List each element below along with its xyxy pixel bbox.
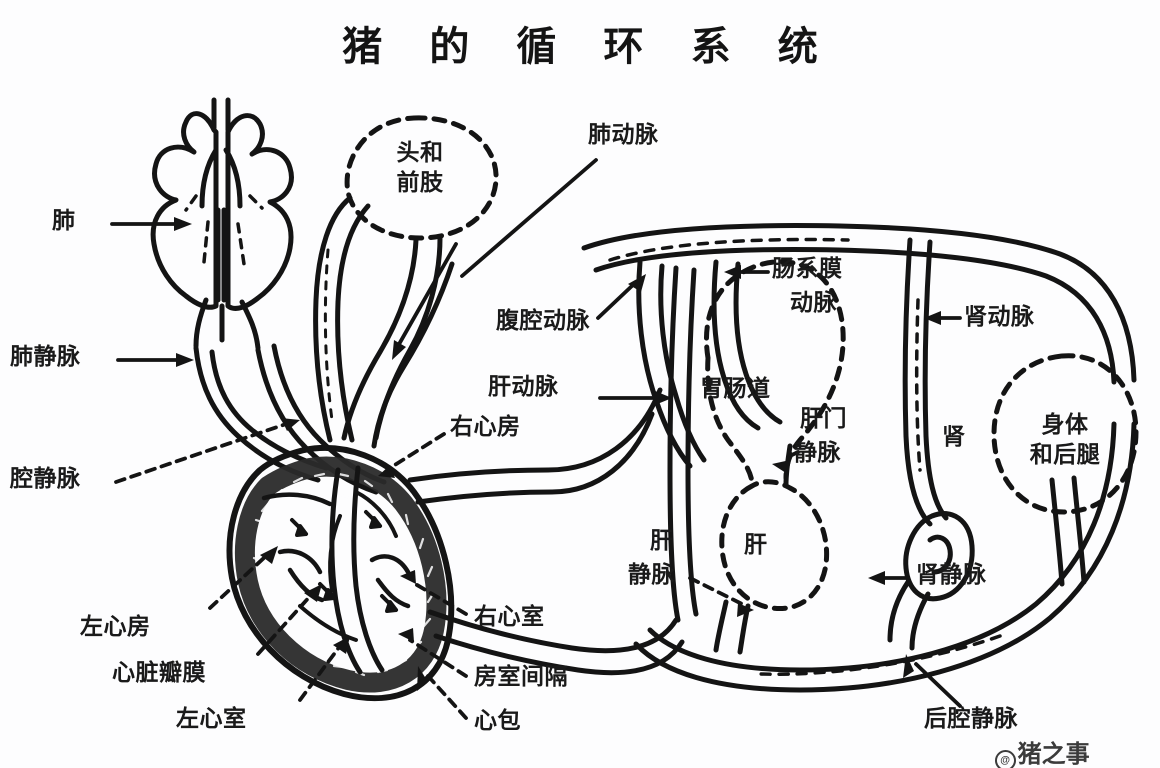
heart-myocardium-band <box>234 456 447 693</box>
watermark-at-icon: @ <box>994 750 1016 768</box>
aorta-dashes <box>608 237 850 262</box>
label-pericardium: 心包 <box>474 707 521 733</box>
head-forelimbs-bubble <box>344 115 499 241</box>
label-right-atrium: 右心房 <box>450 413 521 439</box>
label-body-hindlegs-line1: 身体 <box>1041 411 1089 437</box>
aorta-from-heart <box>407 387 663 505</box>
label-hepatic-artery: 肝动脉 <box>488 373 559 399</box>
label-left-ventricle: 左心室 <box>176 705 247 731</box>
mesenteric-artery-vessel <box>711 259 783 431</box>
pulmonary-artery-vessel <box>371 261 455 449</box>
label-septum: 房室间隔 <box>474 663 568 689</box>
label-head-forelimbs-line2: 前肢 <box>396 169 444 195</box>
body-hindlegs-vessels <box>1049 475 1087 587</box>
cranial-vessel-dashes <box>323 248 334 422</box>
label-hepatic-portal-vein-line1: 肝门 <box>800 405 847 431</box>
liver-shape <box>719 479 830 612</box>
gi-tract-shape <box>703 259 846 485</box>
label-renal-artery: 肾动脉 <box>964 303 1035 329</box>
label-heart-valve: 心脏瓣膜 <box>112 659 206 685</box>
label-renal-vein: 肾静脉 <box>916 561 987 587</box>
brachiocephalic-vessel <box>341 235 443 441</box>
lung-internal-dashes <box>184 194 264 266</box>
label-hepatic-vein-line1: 肝 <box>650 527 674 553</box>
watermark: @猪之事 <box>968 706 1090 768</box>
watermark-text: 猪之事 <box>1017 741 1090 768</box>
label-kidney: 肾 <box>942 423 966 449</box>
label-right-ventricle: 右心室 <box>474 603 545 629</box>
renal-artery-dashes <box>914 298 922 472</box>
renal-vein-vessel <box>887 579 931 651</box>
label-hepatic-vein-line2: 静脉 <box>628 561 675 587</box>
label-mesenteric-artery-line2: 动脉 <box>790 289 837 315</box>
heart-outline <box>226 444 455 702</box>
label-gi-tract: 胃肠道 <box>700 375 771 401</box>
celiac-artery-vessel <box>636 259 707 469</box>
renal-artery-vessel <box>902 237 949 527</box>
body-hindlegs-bubble <box>991 353 1139 515</box>
label-left-atrium: 左心房 <box>80 613 151 639</box>
label-posterior-vena-cava: 后腔静脉 <box>924 705 1018 731</box>
label-pulmonary-artery: 肺动脉 <box>588 121 659 147</box>
page-title: 猪 的 循 环 系 统 <box>342 25 836 69</box>
kidney-shape <box>903 511 975 602</box>
caudal-vena-cava <box>633 421 1137 693</box>
label-mesenteric-artery-line1: 肠系膜 <box>772 255 843 281</box>
cranial-vena-cava-vessel <box>313 195 371 443</box>
label-hepatic-portal-vein-line2: 静脉 <box>794 439 841 465</box>
label-celiac-artery: 腹腔动脉 <box>496 307 590 333</box>
label-vena-cava: 腔静脉 <box>10 465 81 491</box>
heart-flow-arrows <box>290 510 398 613</box>
leader-lines <box>110 158 962 720</box>
label-head-forelimbs-line1: 头和 <box>396 139 444 165</box>
label-lung: 肺 <box>52 207 76 233</box>
heart-septum <box>329 465 385 675</box>
heart-valves <box>261 492 411 609</box>
label-body-hindlegs-line2: 和后腿 <box>1029 441 1101 467</box>
heart-internal-detail <box>298 490 398 642</box>
label-pulmonary-vein: 肺静脉 <box>10 343 81 369</box>
vena-cava-dashes <box>758 634 1002 676</box>
lungs-shape <box>150 97 294 351</box>
label-liver: 肝 <box>744 531 768 557</box>
